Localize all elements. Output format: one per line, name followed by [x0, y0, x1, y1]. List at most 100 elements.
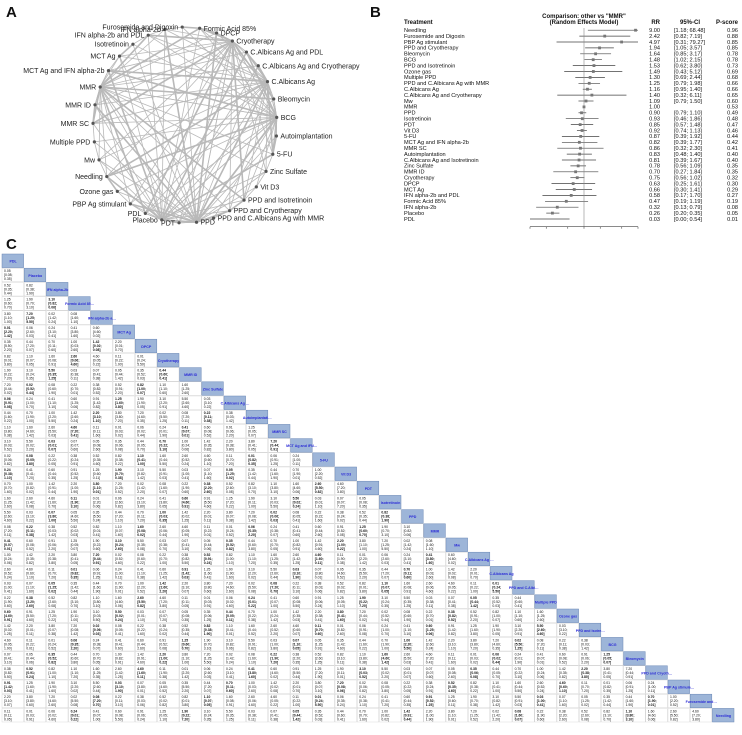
league-cell-ci: 0.22]: [337, 547, 345, 551]
league-cell-ci: 3.80]: [48, 561, 56, 565]
league-cell-ci: 0.44]: [270, 575, 278, 579]
league-cell-ci: 1.42]: [270, 618, 278, 622]
league-cell-ci: 0.08]: [248, 590, 256, 594]
league-cell-ci: 1.10]: [71, 320, 79, 324]
league-cell-ci: 0.22]: [359, 646, 367, 650]
league-cell-ci: 1.90]: [71, 490, 79, 494]
league-diagonal-label: DPCP: [141, 345, 152, 349]
league-cell-ci: 0.35]: [71, 575, 79, 579]
league-cell-ci: 1.10]: [315, 504, 323, 508]
league-cell-ci: 0.08]: [48, 604, 56, 608]
league-cell-ci: 1.42]: [26, 433, 34, 437]
league-cell-ci: 0.06]: [4, 561, 12, 565]
league-diagonal-label: Formic Acid 85…: [65, 302, 95, 306]
forest-point: [594, 52, 597, 55]
league-cell-ci: 0.06]: [648, 717, 656, 721]
league-cell-ci: 2.60]: [115, 547, 123, 551]
league-cell-ci: 0.06]: [137, 703, 145, 707]
league-cell-ci: 2.60]: [93, 448, 101, 452]
league-cell-ci: 1.90]: [404, 618, 412, 622]
league-cell-ci: 0.24]: [115, 618, 123, 622]
league-cell-ci: 0.44]: [248, 476, 256, 480]
league-cell-ci: 3.10]: [270, 490, 278, 494]
league-cell-ci: 0.38]: [137, 575, 145, 579]
network-node: [177, 221, 180, 224]
league-cell-ci: 0.05]: [492, 632, 500, 636]
league-cell-ci: 0.11]: [315, 561, 323, 565]
league-cell-ci: 7.20]: [337, 504, 345, 508]
league-cell-ci: 0.03]: [293, 618, 301, 622]
forest-point: [574, 170, 577, 173]
league-cell-ci: 0.22]: [270, 703, 278, 707]
league-cell-ci: 0.03]: [270, 519, 278, 523]
league-cell-ci: 0.06]: [48, 306, 56, 310]
league-cell-ci: 0.44]: [26, 391, 34, 395]
league-cell-ci: 0.22]: [159, 661, 167, 665]
league-diagonal-label: MMR SC: [272, 430, 287, 434]
network-node: [118, 55, 121, 58]
league-diagonal-label: PPD and Cryoth…: [641, 671, 672, 675]
league-cell-ci: 0.06]: [315, 590, 323, 594]
league-cell-ci: 0.03]: [204, 675, 212, 679]
league-cell-ci: 4.60]: [93, 462, 101, 466]
forest-point: [634, 29, 637, 32]
league-cell-ci: 0.44]: [492, 661, 500, 665]
league-cell-ci: 0.41]: [26, 689, 34, 693]
league-cell-ci: 0.11]: [248, 717, 255, 721]
league-cell-ci: 1.25]: [4, 632, 12, 636]
league-cell-ci: 0.07]: [404, 675, 412, 679]
network-node: [257, 64, 260, 67]
league-cell-ci: 0.52]: [248, 632, 256, 636]
league-cell-ci: 3.80]: [71, 661, 79, 665]
league-cell-ci: 0.07]: [137, 391, 145, 395]
network-node-label: MMR: [79, 85, 96, 92]
league-diagonal-label: MCT Ag and IFN…: [286, 444, 318, 448]
league-cell-ci: 1.90]: [48, 391, 56, 395]
league-cell-ci: 0.41]: [93, 533, 101, 537]
league-cell-ci: 0.35]: [26, 377, 34, 381]
league-cell-ci: 2.60]: [448, 675, 456, 679]
league-cell-ci: 0.60]: [159, 391, 167, 395]
league-cell-ci: 0.35]: [204, 717, 212, 721]
league-cell-ci: 0.11]: [337, 661, 344, 665]
league-diagonal-label: Isotretinoin: [381, 501, 401, 505]
league-cell-ci: 0.02]: [381, 717, 389, 721]
league-cell-ci: 0.35]: [381, 604, 389, 608]
league-cell-ci: 2.20]: [470, 618, 478, 622]
league-cell-ci: 0.52]: [559, 661, 567, 665]
league-cell-ci: 1.00]: [470, 590, 478, 594]
network-node: [231, 39, 234, 42]
league-cell-ci: 0.01]: [426, 618, 434, 622]
league-cell-ci: 7.20]: [226, 462, 234, 466]
league-cell-ci: 0.35]: [159, 519, 167, 523]
league-cell-ci: 0.01]: [71, 391, 79, 395]
network-node: [144, 212, 147, 215]
league-cell-ci: 0.41]: [404, 561, 412, 565]
league-cell-ci: 3.10]: [26, 306, 34, 310]
league-cell-ci: 0.05]: [4, 717, 12, 721]
league-cell-ci: 0.35]: [137, 419, 145, 423]
league-cell-ci: 0.07]: [93, 646, 101, 650]
league-cell-ci: 0.02]: [248, 575, 256, 579]
league-cell-ci: 0.08]: [137, 547, 145, 551]
league-cell-ci: 1.00]: [270, 604, 278, 608]
league-cell-ci: 4.60]: [226, 604, 234, 608]
league-cell-ci: 4.60]: [537, 632, 545, 636]
forest-point: [590, 94, 593, 97]
league-cell-ci: 0.41]: [204, 575, 212, 579]
league-cell-ci: 1.90]: [270, 476, 278, 480]
league-cell-ci: 3.10]: [315, 689, 323, 693]
league-cell-ci: 0.91]: [226, 703, 234, 707]
league-cell-ci: 0.52]: [670, 703, 678, 707]
league-cell-ci: 0.11]: [426, 604, 433, 608]
league-cell-ci: 0.38]: [226, 519, 234, 523]
network-node-label: MCT Ag and IFN alpha-2b: [23, 68, 104, 75]
league-cell-ci: 0.07]: [492, 618, 500, 622]
league-cell-ci: 0.91]: [26, 717, 34, 721]
network-node: [160, 218, 163, 221]
league-cell-ci: 0.07]: [26, 348, 34, 352]
league-cell-ci: 1.00]: [359, 547, 367, 551]
league-cell-ci: 1.10]: [4, 476, 12, 480]
league-cell-ci: 4.60]: [337, 646, 345, 650]
forest-row-label: C.Albicans Ag and Cryotherapy: [404, 93, 482, 99]
